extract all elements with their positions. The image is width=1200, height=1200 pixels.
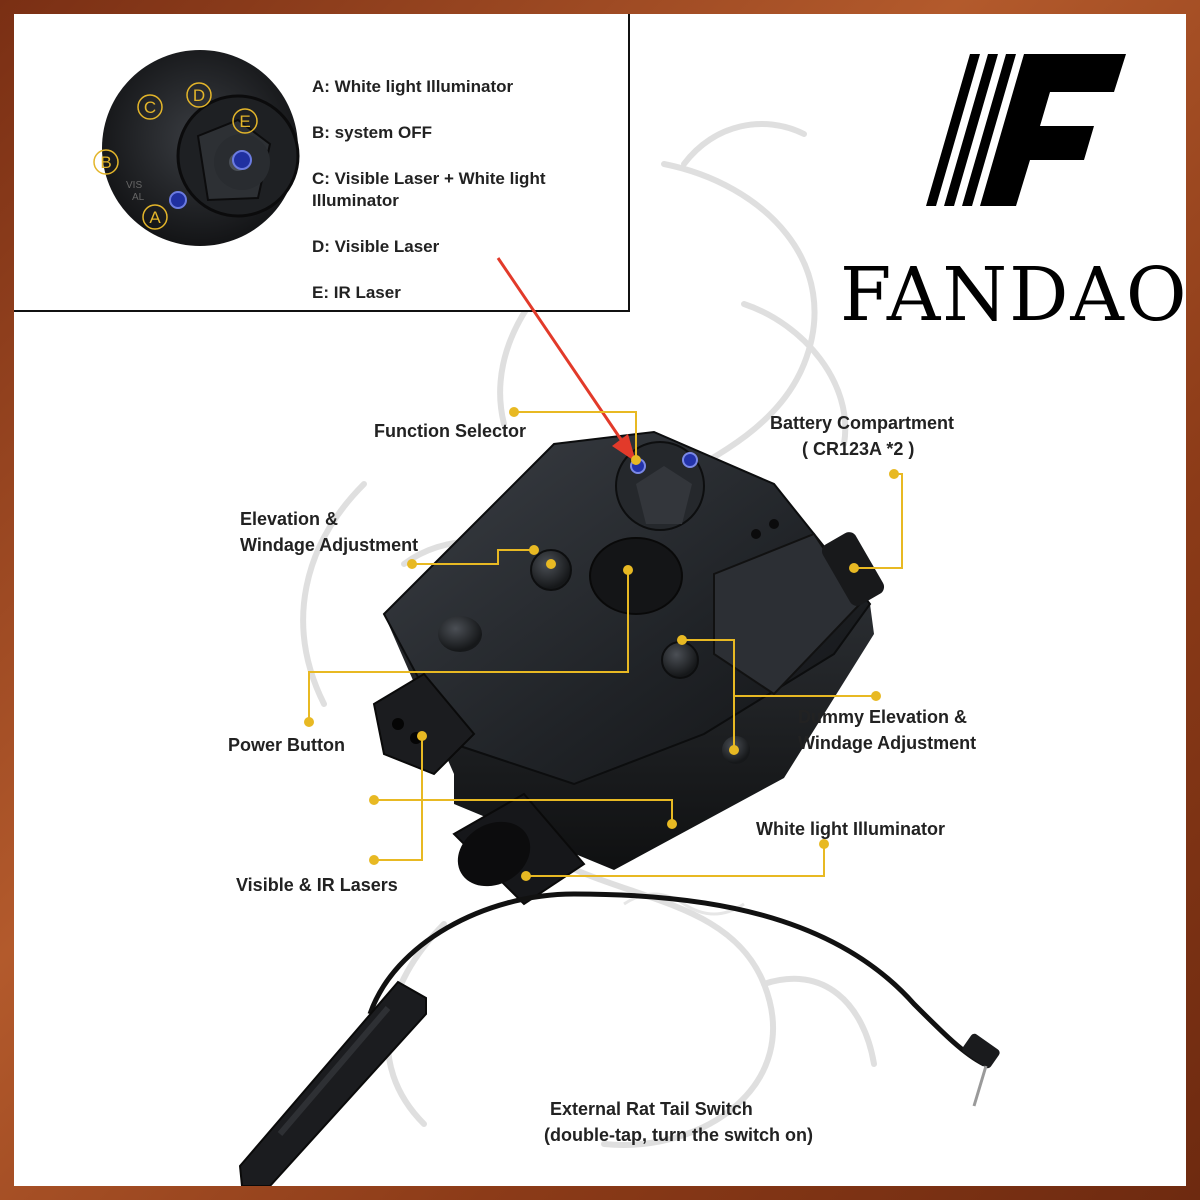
elevation-windage-knob [530, 549, 572, 591]
legend-item-a: A: White light Illuminator [312, 77, 514, 96]
label-function-selector: Function Selector [374, 421, 527, 441]
brand-logo-mark [926, 54, 1126, 206]
red-arrow-head [612, 434, 636, 462]
brand-wordmark: FANDAO [840, 252, 1186, 338]
legend-item-c: C: Visible Laser + White light [312, 169, 546, 188]
dial-mark-vis: VIS [126, 180, 142, 191]
dial-letter-d: D [193, 86, 205, 105]
mode-legend-inset: C D E B A VIS AL A: White light Illumina… [14, 14, 630, 312]
label-switch-line1: External Rat Tail Switch [550, 1099, 753, 1119]
rat-tail-switch-pad [238, 980, 427, 1186]
dial-letter-c: C [144, 98, 156, 117]
dial-mark-al: AL [132, 192, 145, 203]
legend-item-d: D: Visible Laser [312, 237, 440, 256]
selector-dial-closeup: C D E B A VIS AL [93, 50, 300, 246]
dial-letter-a: A [149, 208, 161, 227]
dummy-elevation-knob [661, 641, 699, 679]
legend-item-b: B: system OFF [312, 123, 432, 142]
label-battery-compartment: Battery Compartment [770, 413, 955, 433]
label-power-button: Power Button [228, 735, 345, 755]
label-elevation-line2: Windage Adjustment [240, 535, 419, 555]
label-dummy-line2: Windage Adjustment [798, 733, 977, 753]
switch-cable [367, 891, 986, 1067]
label-battery-type: ( CR123A *2 ) [802, 439, 915, 459]
dial-letter-b: B [100, 153, 111, 172]
legend-item-e: E: IR Laser [312, 283, 401, 302]
legend-item-c-cont: Illuminator [312, 191, 399, 210]
product-canvas: C D E B A VIS AL A: White light Illumina… [14, 14, 1186, 1186]
device-diagram [238, 257, 1000, 1186]
dial-letter-e: E [239, 112, 250, 131]
laser-block [372, 672, 476, 776]
label-elevation-line1: Elevation & [240, 509, 339, 529]
label-white-light: White light Illuminator [756, 819, 945, 839]
label-switch-line2: (double-tap, turn the switch on) [544, 1125, 813, 1145]
connector-plug [962, 1033, 1000, 1069]
label-lasers: Visible & IR Lasers [236, 875, 398, 895]
power-button-pad [589, 537, 683, 615]
label-dummy-line1: Dummy Elevation & [798, 707, 968, 727]
